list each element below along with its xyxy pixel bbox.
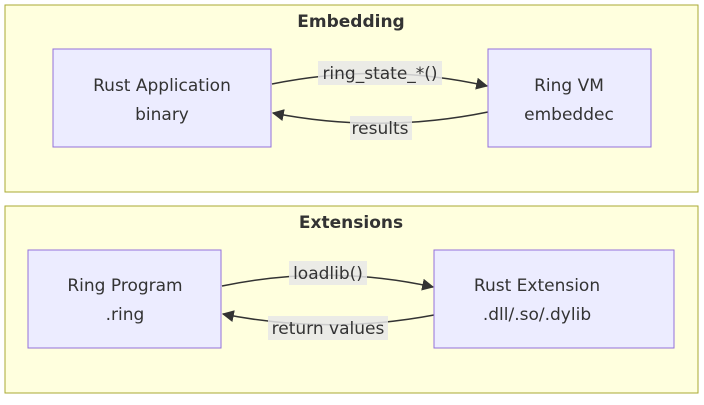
node-rust-extension: Rust Extension .dll/.so/.dylib [433, 249, 675, 349]
edge-label-ring-state-call-text: ring_state_*() [322, 64, 437, 84]
node-ring-program-subtitle: .ring [106, 305, 145, 325]
node-rust-application: Rust Application binary [52, 48, 272, 148]
node-rust-extension-title: Rust Extension [474, 276, 600, 296]
node-ring-program-title: Ring Program [67, 276, 182, 296]
node-rust-application-title: Rust Application [93, 76, 231, 96]
node-rust-extension-box [433, 249, 675, 349]
node-rust-extension-subtitle: .dll/.so/.dylib [483, 305, 591, 325]
node-ring-program-box [27, 249, 222, 349]
node-ring-vm-box [487, 48, 652, 148]
edge-label-results-text: results [352, 119, 409, 139]
node-rust-application-box [52, 48, 272, 148]
edge-label-ring-state-call: ring_state_*() [318, 61, 442, 85]
edge-label-return-values-text: return values [272, 319, 385, 339]
node-ring-vm: Ring VM embeddec [487, 48, 652, 148]
cluster-embedding-title: Embedding [297, 12, 404, 32]
cluster-extensions-title: Extensions [299, 213, 403, 233]
edge-label-loadlib: loadlib() [289, 261, 367, 285]
edge-label-ring-state-call-bg [318, 61, 442, 85]
edge-label-return-values: return values [268, 316, 388, 340]
edge-label-results: results [350, 116, 412, 140]
node-ring-vm-subtitle: embeddec [524, 105, 614, 125]
edge-label-loadlib-text: loadlib() [293, 264, 363, 284]
node-rust-application-subtitle: binary [135, 105, 189, 125]
node-ring-program: Ring Program .ring [27, 249, 222, 349]
edge-label-loadlib-bg [289, 261, 367, 285]
node-ring-vm-title: Ring VM [534, 76, 604, 96]
edge-label-results-bg [350, 116, 412, 140]
edge-label-return-values-bg [268, 316, 388, 340]
